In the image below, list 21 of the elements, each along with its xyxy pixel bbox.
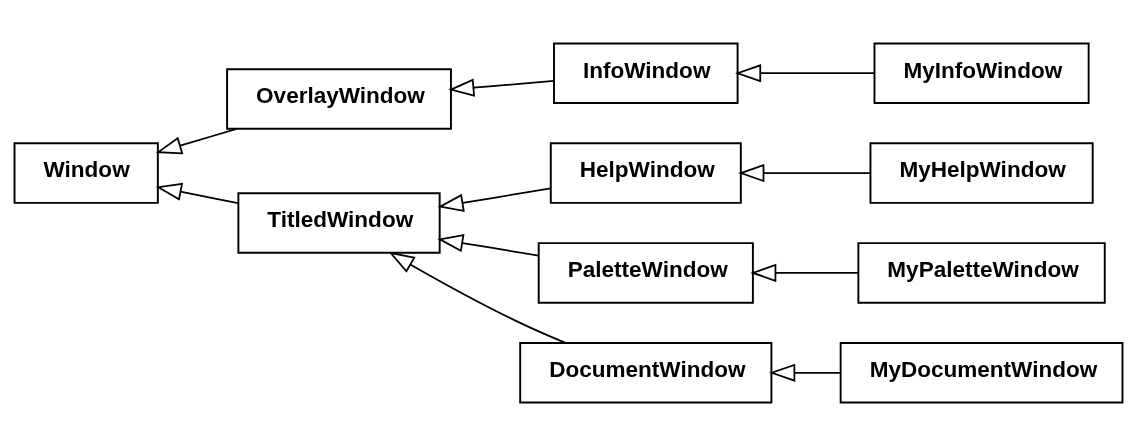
arrow [769,363,842,382]
node-box: PaletteWindow [537,242,754,304]
arrow [738,163,872,183]
arrow [437,234,540,257]
node-box: MyPaletteWindow [857,242,1106,304]
arrow [750,263,859,283]
node-box: MyInfoWindow [873,42,1090,104]
node-box: Window [13,142,159,204]
arrow [155,128,238,155]
node-box: InfoWindow [553,42,739,104]
node-box: OverlayWindow [226,68,452,130]
arrow [437,187,552,212]
arrow [388,251,567,344]
arrow [735,64,876,83]
node-box: HelpWindow [549,142,742,204]
node-box: MyDocumentWindow [839,342,1124,404]
node-box: TitledWindow [237,192,441,254]
arrow [155,182,239,204]
node-box: DocumentWindow [519,342,773,404]
arrow [448,78,555,97]
node-box: MyHelpWindow [869,142,1094,204]
